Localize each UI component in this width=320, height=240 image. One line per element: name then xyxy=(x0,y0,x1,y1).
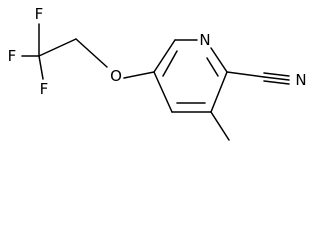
atom-fluorine-bottom: F xyxy=(40,80,49,98)
bond-c3-methyl xyxy=(210,111,230,141)
atom-oxygen: O xyxy=(110,67,122,85)
bond-c5-c6 xyxy=(153,39,176,73)
bond-c2-c3 xyxy=(210,71,228,113)
bond-c1-f-bottom xyxy=(38,55,44,80)
atom-nitrogen-nitrile: N xyxy=(295,71,306,89)
bond-c5-c6-inner xyxy=(162,50,178,77)
bond-n1-c2-inner xyxy=(206,57,219,77)
bond-c4-c5 xyxy=(153,71,173,113)
bond-c2-cn xyxy=(226,71,265,78)
atom-labels: F F F O N N xyxy=(8,5,307,98)
bond-cn-triple-2 xyxy=(263,72,290,77)
bond-c1-c2 xyxy=(38,38,77,57)
bond-n1-c2 xyxy=(210,47,228,73)
molecule-structure: F F F O N N xyxy=(8,5,307,141)
bond-cn-triple-3 xyxy=(263,80,290,85)
bond-cn-triple-1 xyxy=(263,76,290,81)
atom-nitrogen-ring: N xyxy=(199,31,210,49)
atom-fluorine-top: F xyxy=(35,5,44,23)
bonds xyxy=(21,23,290,141)
bond-o-c5 xyxy=(123,71,155,79)
bond-c2-o xyxy=(75,38,108,68)
atom-fluorine-left: F xyxy=(8,47,17,65)
